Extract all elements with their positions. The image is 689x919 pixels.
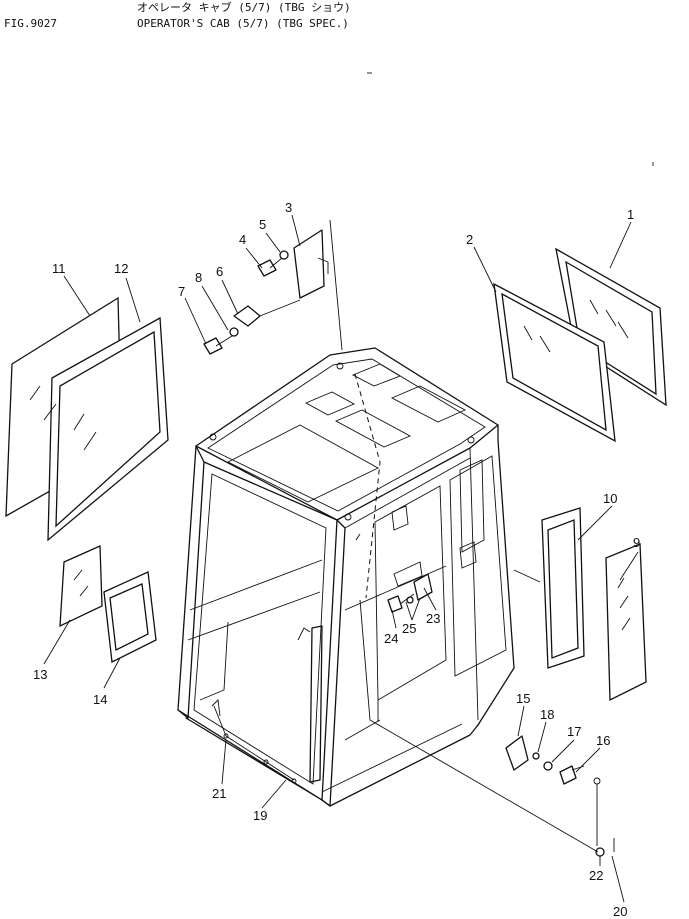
callout-24: 24 xyxy=(384,631,398,646)
centerline xyxy=(354,373,381,599)
callout-18: 18 xyxy=(540,707,554,722)
callout-12: 12 xyxy=(114,261,128,276)
callout-25: 25 xyxy=(402,621,416,636)
top-bracket-hardware xyxy=(203,229,329,355)
side-latch-hardware xyxy=(387,573,433,613)
right-small-window xyxy=(513,507,647,702)
callout-23: 23 xyxy=(426,611,440,626)
callout-1: 1 xyxy=(627,207,634,222)
callouts: 1 2 3 4 5 6 7 8 9 10 11 12 13 14 15 16 1… xyxy=(33,200,640,919)
title-english: OPERATOR'S CAB (5/7) (TBG SPEC.) xyxy=(137,17,349,30)
title-japanese: オペレータ キャブ (5/7) (TBG ショウ) xyxy=(137,1,351,14)
callout-6: 6 xyxy=(216,264,223,279)
left-window-assembly xyxy=(5,296,169,542)
callout-19: 19 xyxy=(253,808,267,823)
callout-2: 2 xyxy=(466,232,473,247)
callout-8: 8 xyxy=(195,270,202,285)
callout-7: 7 xyxy=(178,284,185,299)
figure-number: FIG.9027 xyxy=(4,17,57,30)
callout-21: 21 xyxy=(212,786,226,801)
callout-5: 5 xyxy=(259,217,266,232)
callout-3: 3 xyxy=(285,200,292,215)
callout-17: 17 xyxy=(567,724,581,739)
callout-10: 10 xyxy=(603,491,617,506)
callout-16: 16 xyxy=(596,733,610,748)
callout-13: 13 xyxy=(33,667,47,682)
right-window-assembly xyxy=(493,247,667,443)
callout-22: 22 xyxy=(589,868,603,883)
callout-20: 20 xyxy=(613,904,627,919)
callout-4: 4 xyxy=(239,232,246,247)
callout-9: 9 xyxy=(633,535,640,550)
callout-11: 11 xyxy=(52,261,66,276)
lower-stopper-hardware xyxy=(505,735,615,857)
left-small-window xyxy=(59,545,157,663)
leader-lines xyxy=(43,214,639,903)
callout-15: 15 xyxy=(516,691,530,706)
callout-14: 14 xyxy=(93,692,107,707)
cab-frame xyxy=(177,347,515,807)
